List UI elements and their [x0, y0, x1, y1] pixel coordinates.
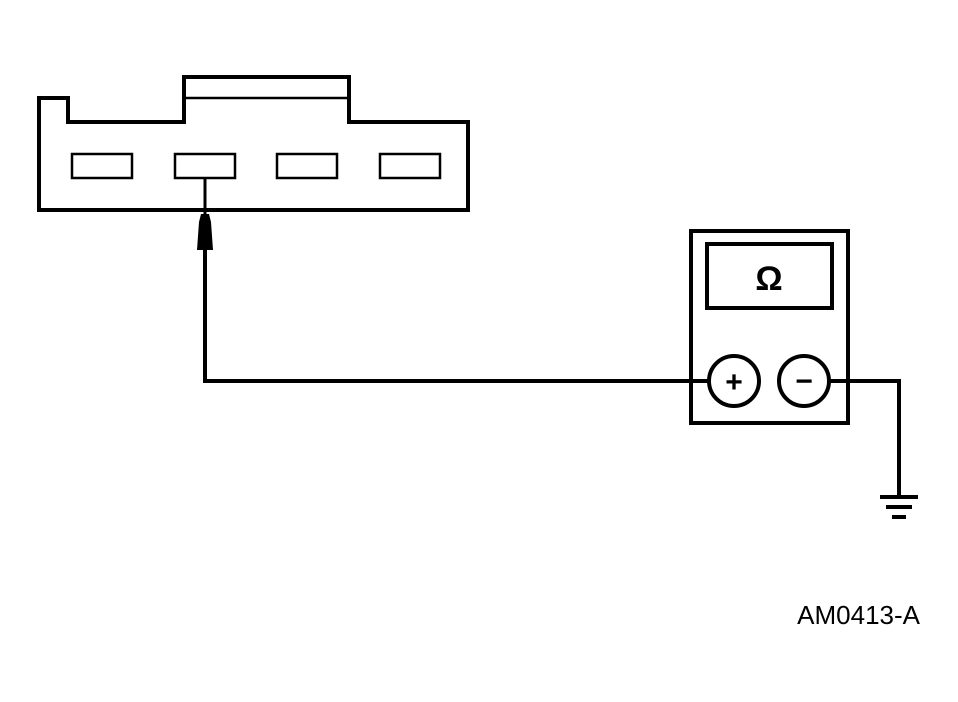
multimeter-display: [705, 242, 834, 310]
ohm-symbol: Ω: [755, 260, 782, 298]
positive-terminal: +: [707, 354, 761, 408]
multimeter-body: [689, 229, 850, 425]
plus-sign: +: [725, 366, 743, 399]
connector-pin-4: [378, 152, 442, 180]
multimeter: Ω + −: [689, 229, 850, 425]
connector-housing: [37, 75, 470, 212]
connector-pin-3: [275, 152, 339, 180]
connector-pin-2: [173, 152, 237, 180]
negative-terminal: −: [777, 354, 831, 408]
negative-test-lead: [829, 379, 901, 497]
ground-icon: [880, 495, 918, 519]
probe: [197, 178, 213, 250]
probe-shoulder: [199, 214, 211, 222]
connector-pin-1: [70, 152, 134, 180]
positive-test-lead: [203, 250, 710, 383]
connector: [37, 75, 470, 212]
probe-body: [197, 222, 213, 250]
figure-code: AM0413-A: [797, 600, 920, 630]
minus-sign: −: [795, 365, 813, 398]
positive-terminal-circle: [707, 354, 761, 408]
